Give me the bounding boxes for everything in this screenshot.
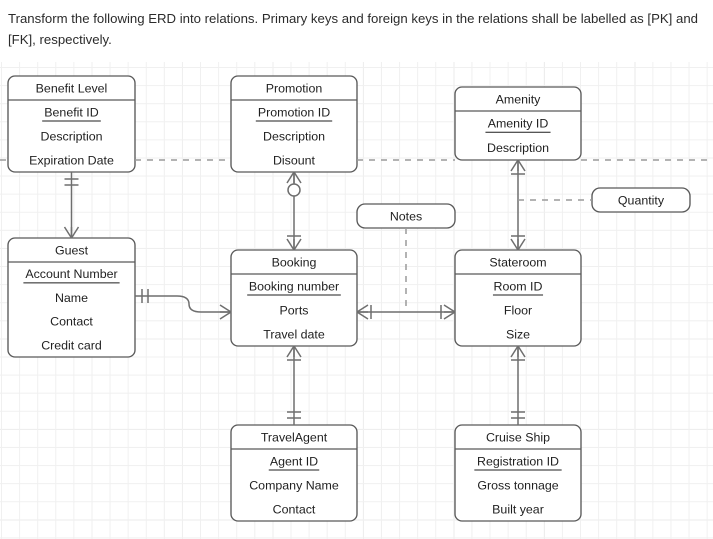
cardinality-guest-many bbox=[63, 226, 80, 239]
crow-foot-prong bbox=[63, 226, 73, 239]
entity-title: Stateroom bbox=[489, 255, 546, 269]
entity-attribute: Contact bbox=[273, 502, 316, 516]
cardinality-benefit-exactly-one bbox=[64, 178, 79, 186]
prompt-text: Transform the following ERD into relatio… bbox=[8, 11, 698, 48]
cardinality-stateroom-one-or-many bbox=[510, 345, 526, 361]
entity-title: TravelAgent bbox=[261, 430, 328, 444]
entity-attribute: Size bbox=[506, 327, 530, 341]
relationship-guest-booking bbox=[135, 295, 231, 313]
cardinality-travelagent-exactly-one bbox=[287, 411, 301, 419]
entity-title: Amenity bbox=[496, 92, 542, 106]
cardinality-booking-one-or-many bbox=[286, 235, 302, 251]
cardinality-stateroom-one-or-many bbox=[440, 304, 456, 320]
entity-attribute: Description bbox=[487, 141, 549, 155]
entity-attribute: Gross tonnage bbox=[477, 478, 558, 492]
entity-attribute: Expiration Date bbox=[29, 153, 114, 167]
cardinality-booking-one-or-many bbox=[356, 304, 372, 320]
entity-attribute: Amenity ID bbox=[488, 117, 549, 131]
entity-title: Cruise Ship bbox=[486, 430, 550, 444]
cardinality-booking-many bbox=[219, 304, 232, 320]
entity-attribute: Company Name bbox=[249, 478, 339, 492]
entity-attribute: Registration ID bbox=[477, 454, 559, 468]
crow-foot-prong bbox=[293, 238, 302, 251]
entity-title: Guest bbox=[55, 243, 89, 257]
entity-attribute: Credit card bbox=[41, 338, 102, 352]
crow-foot-prong bbox=[443, 311, 456, 320]
entity-attribute: Travel date bbox=[263, 327, 325, 341]
entity-attribute: Benefit ID bbox=[44, 105, 98, 119]
entity-title: Promotion bbox=[266, 81, 323, 95]
cardinality-guest-exactly-one bbox=[141, 289, 149, 303]
crow-foot-prong bbox=[286, 345, 295, 358]
crow-foot-prong bbox=[70, 226, 80, 239]
entity-attribute: Room ID bbox=[494, 279, 543, 293]
crow-foot-prong bbox=[517, 238, 526, 251]
crow-foot-prong bbox=[293, 171, 302, 184]
entity-attribute: Description bbox=[263, 129, 325, 143]
entity-title: Booking bbox=[272, 255, 317, 269]
attribute-box-label: Notes bbox=[390, 209, 422, 223]
entity-attribute: Ports bbox=[280, 303, 309, 317]
entity-attribute: Built year bbox=[492, 502, 544, 516]
crow-foot-prong bbox=[219, 304, 232, 313]
crow-foot-prong bbox=[510, 159, 519, 172]
crow-foot-prong bbox=[517, 159, 526, 172]
entity-attribute: Name bbox=[55, 291, 88, 305]
entity-attribute: Promotion ID bbox=[258, 105, 330, 119]
crow-foot-prong bbox=[510, 345, 519, 358]
entity-attribute: Disount bbox=[273, 153, 316, 167]
cardinality-amenity-one-or-many bbox=[510, 159, 526, 175]
cardinality-booking-one-or-many bbox=[286, 345, 302, 361]
cardinality-stateroom-one-or-many bbox=[510, 235, 526, 251]
crow-foot-prong bbox=[286, 171, 295, 184]
exercise-prompt: Transform the following ERD into relatio… bbox=[0, 0, 713, 62]
attribute-box-label: Quantity bbox=[618, 193, 665, 207]
entity-attribute: Booking number bbox=[249, 279, 339, 293]
entity-attribute: Agent ID bbox=[270, 454, 318, 468]
attribute-box-notes[interactable]: Notes bbox=[356, 203, 456, 229]
crow-foot-prong bbox=[517, 345, 526, 358]
entity-attribute: Contact bbox=[50, 315, 93, 329]
cardinality-cruiseship-exactly-one bbox=[511, 411, 525, 419]
crow-foot-prong bbox=[510, 238, 519, 251]
crow-foot-prong bbox=[443, 304, 456, 313]
entity-attribute: Account Number bbox=[25, 267, 117, 281]
cardinality-promotion-zero-or-many bbox=[286, 171, 302, 197]
crow-foot-prong bbox=[356, 304, 369, 313]
crow-foot-prong bbox=[219, 311, 232, 320]
crow-foot-prong bbox=[356, 311, 369, 320]
zero-cardinality-circle bbox=[287, 183, 301, 197]
entity-title: Benefit Level bbox=[36, 81, 108, 95]
entity-attribute: Floor bbox=[504, 303, 532, 317]
crow-foot-prong bbox=[293, 345, 302, 358]
crow-foot-prong bbox=[286, 238, 295, 251]
attribute-box-quantity[interactable]: Quantity bbox=[591, 187, 691, 213]
entity-attribute: Description bbox=[41, 129, 103, 143]
